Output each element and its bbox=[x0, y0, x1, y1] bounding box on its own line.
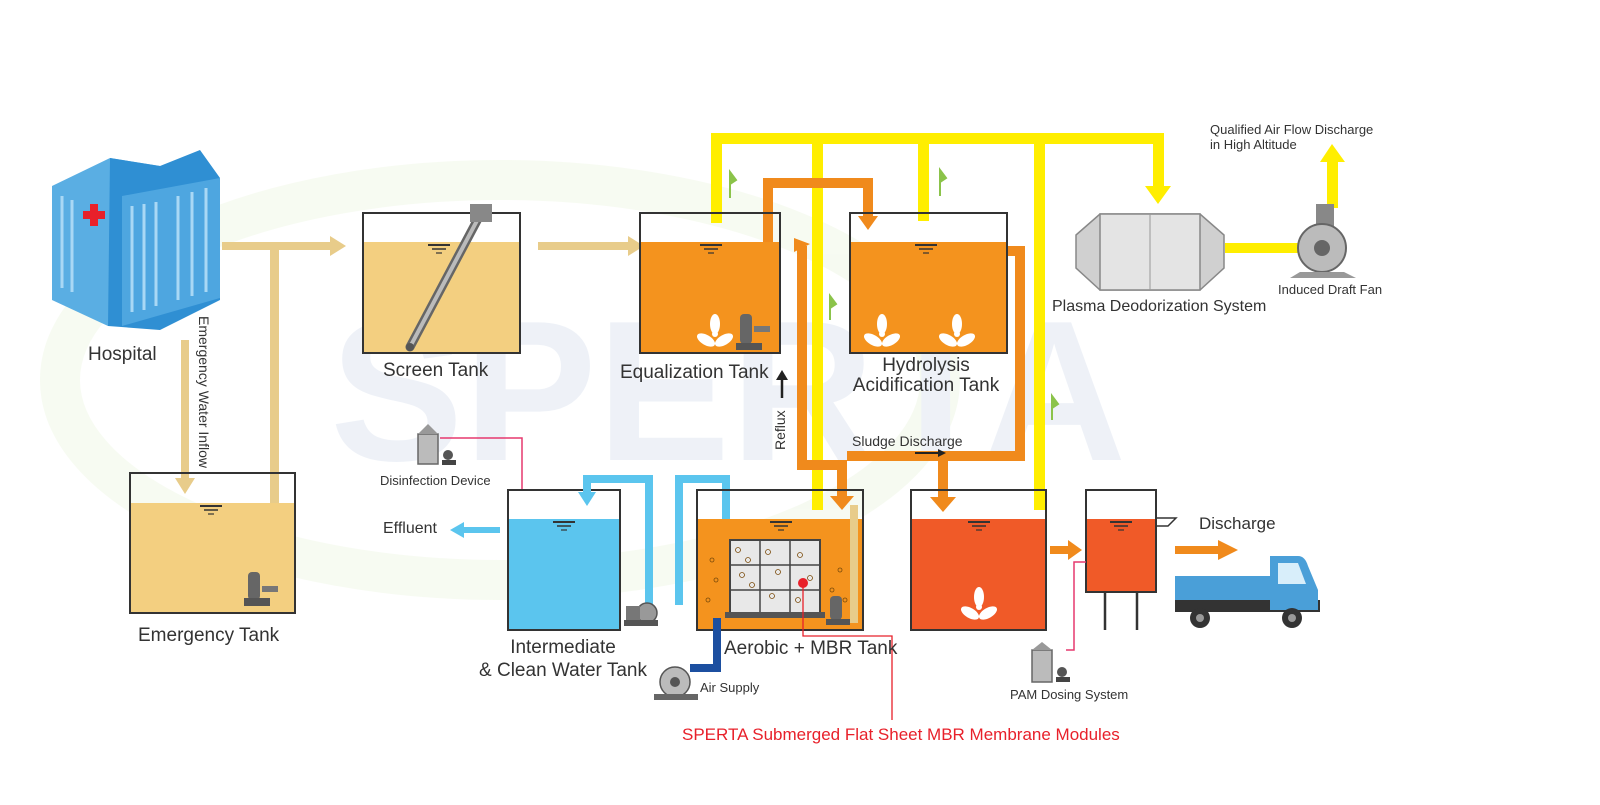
water-pump-icon bbox=[624, 602, 658, 626]
submersible-pump-icon bbox=[736, 314, 770, 350]
air-blower-icon bbox=[654, 666, 698, 700]
emergency-tank bbox=[129, 472, 296, 614]
flow-flags bbox=[729, 167, 1060, 420]
hospital-icon bbox=[52, 150, 220, 330]
reflux-label: Reflux bbox=[772, 410, 788, 450]
submersible-pump-icon bbox=[826, 596, 850, 625]
clean-water-pipes bbox=[578, 475, 730, 605]
discharge-label: Discharge bbox=[1199, 514, 1276, 533]
mixer-propeller-icon bbox=[938, 314, 976, 347]
intermediate-tank-label-line2: & Clean Water Tank bbox=[479, 660, 647, 681]
pam-dosing-device-icon bbox=[1031, 642, 1070, 683]
plasma-system-label: Plasma Deodorization System bbox=[1052, 298, 1267, 315]
reflux-arrow bbox=[776, 370, 788, 398]
disinfection-device-icon bbox=[417, 424, 456, 465]
hospital-label: Hospital bbox=[88, 344, 157, 365]
emergency-tank-label: Emergency Tank bbox=[138, 625, 280, 646]
air-discharge-label-line1: Qualified Air Flow Discharge bbox=[1210, 122, 1374, 137]
hydrolysis-label-line2: Acidification Tank bbox=[852, 375, 1000, 396]
inflow-pipes bbox=[175, 236, 644, 606]
mbr-callout-line bbox=[802, 583, 893, 720]
discharge-truck-icon bbox=[1175, 556, 1320, 628]
air-supply-label: Air Supply bbox=[700, 680, 760, 695]
hydrolysis-label-line1: Hydrolysis bbox=[882, 355, 970, 376]
sludge-tank bbox=[910, 489, 1047, 631]
submersible-pump-icon bbox=[244, 572, 278, 606]
intermediate-clean-water-tank bbox=[507, 489, 621, 631]
aeration-bubbles bbox=[705, 547, 848, 603]
chemical-dosing-line bbox=[440, 437, 523, 490]
air-pipe-network bbox=[711, 133, 1345, 510]
hydrolysis-acidification-tank bbox=[849, 212, 1008, 354]
emergency-water-inflow-label: Emergency Water Inflow bbox=[196, 316, 212, 468]
air-discharge-label-line2: in High Altitude bbox=[1210, 137, 1297, 152]
plasma-deodorization-unit bbox=[1075, 213, 1225, 291]
induced-draft-fan-icon bbox=[1290, 204, 1356, 278]
pam-dosing-label: PAM Dosing System bbox=[1010, 687, 1129, 702]
screen-tank-label: Screen Tank bbox=[383, 360, 489, 381]
disinfection-device-label: Disinfection Device bbox=[380, 473, 491, 488]
sludge-discharge-arrow bbox=[915, 449, 946, 457]
effluent-arrow bbox=[450, 522, 500, 538]
mixer-propeller-icon bbox=[696, 314, 734, 347]
effluent-label: Effluent bbox=[383, 520, 437, 537]
mixer-propeller-icon bbox=[863, 314, 901, 347]
final-discharge-tank bbox=[1085, 489, 1178, 630]
aerobic-mbr-tank bbox=[696, 489, 864, 631]
induced-fan-label: Induced Draft Fan bbox=[1278, 282, 1383, 297]
aerobic-mbr-tank-label: Aerobic + MBR Tank bbox=[724, 638, 898, 659]
equalization-tank bbox=[639, 212, 781, 354]
sludge-discharge-label: Sludge Discharge bbox=[852, 433, 963, 449]
screen-tank bbox=[362, 204, 521, 354]
pam-dosing-line bbox=[1066, 561, 1086, 651]
intermediate-tank-label-line1: Intermediate bbox=[510, 637, 616, 658]
mbr-membrane-callout: SPERTA Submerged Flat Sheet MBR Membrane… bbox=[682, 725, 1120, 744]
equalization-tank-label: Equalization Tank bbox=[620, 362, 769, 383]
mbr-membrane-module bbox=[725, 539, 825, 618]
mixer-propeller-icon bbox=[960, 587, 998, 620]
air-supply-pipe bbox=[690, 618, 721, 672]
